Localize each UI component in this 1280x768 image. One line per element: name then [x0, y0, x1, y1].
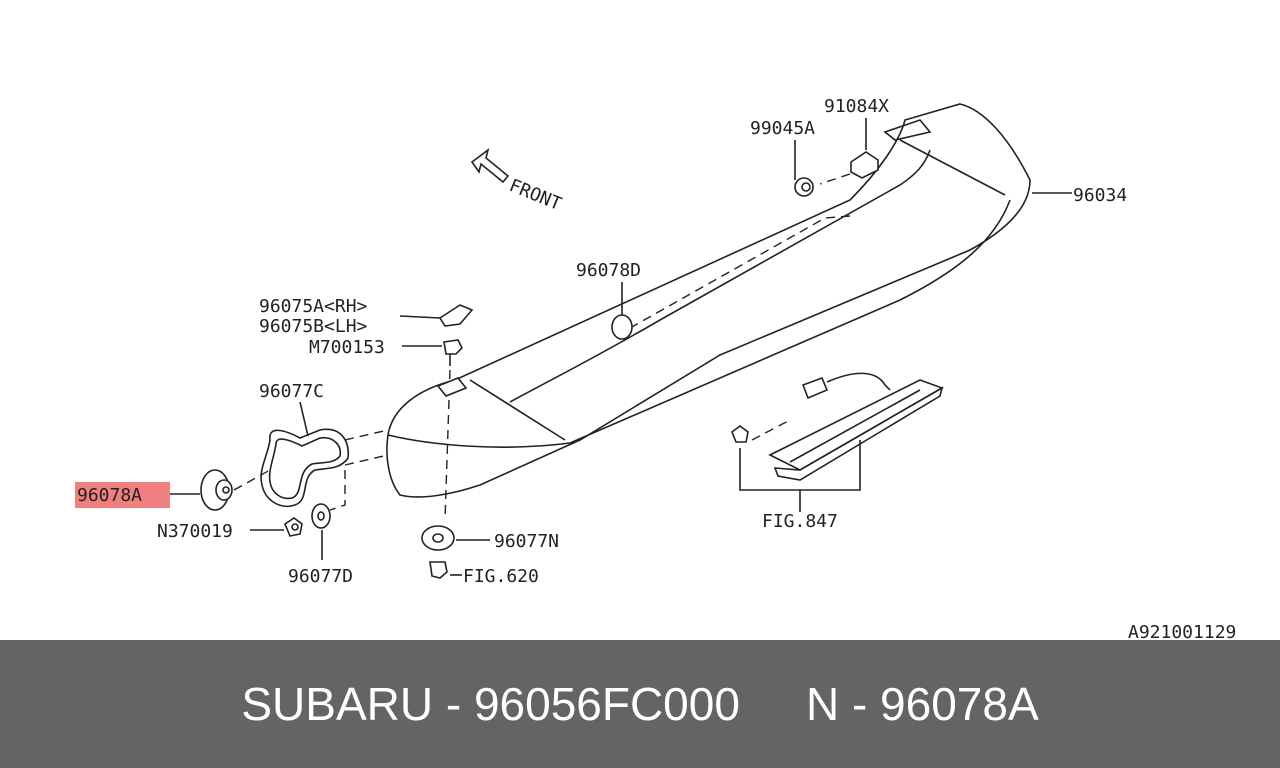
- label-96077d: 96077D: [288, 566, 353, 587]
- washer-96077d: [311, 503, 331, 529]
- label-fig847: FIG.847: [762, 511, 838, 532]
- n-part-number: N - 96078A: [805, 678, 1039, 730]
- nut-fig847: [731, 425, 749, 443]
- stop-lamp-fig847: [768, 372, 944, 481]
- washer-96077n: [421, 525, 455, 551]
- label-n370019: N370019: [157, 521, 233, 542]
- nut-n370019: [284, 517, 303, 537]
- screw-m700153: [443, 339, 463, 366]
- cap-96075: [438, 304, 474, 327]
- label-96077n: 96077N: [494, 531, 559, 552]
- label-96078a: 96078A: [77, 485, 142, 506]
- clip-91084x: [850, 151, 879, 179]
- label-99045a: 99045A: [750, 118, 815, 139]
- label-96075a: 96075A<RH>: [259, 296, 368, 317]
- gasket-96077c: [260, 428, 349, 507]
- label-96075b: 96075B<LH>: [259, 316, 368, 337]
- pad-96078d: [611, 314, 633, 340]
- highlight-96078a: [75, 482, 170, 508]
- front-label: FRONT: [506, 175, 564, 215]
- label-96078d: 96078D: [576, 260, 641, 281]
- label-96034: 96034: [1073, 185, 1127, 206]
- label-fig620: FIG.620: [463, 566, 539, 587]
- bolt-fig620: [429, 561, 448, 579]
- label-91084x: 91084X: [824, 96, 889, 117]
- parts-diagram: FRONT: [75, 96, 1236, 640]
- brand-part-number: SUBARU - 96056FC000: [241, 678, 740, 730]
- front-arrow-icon: [470, 148, 510, 184]
- nut-99045a: [794, 177, 814, 197]
- part-number-footer: SUBARU - 96056FC000 N - 96078A: [0, 640, 1280, 768]
- diagram-code: A921001129: [1128, 622, 1236, 640]
- label-m700153: M700153: [309, 337, 385, 358]
- grommet-96078a: [200, 469, 233, 511]
- label-96077c: 96077C: [259, 381, 324, 402]
- spoiler-body: [386, 103, 1031, 498]
